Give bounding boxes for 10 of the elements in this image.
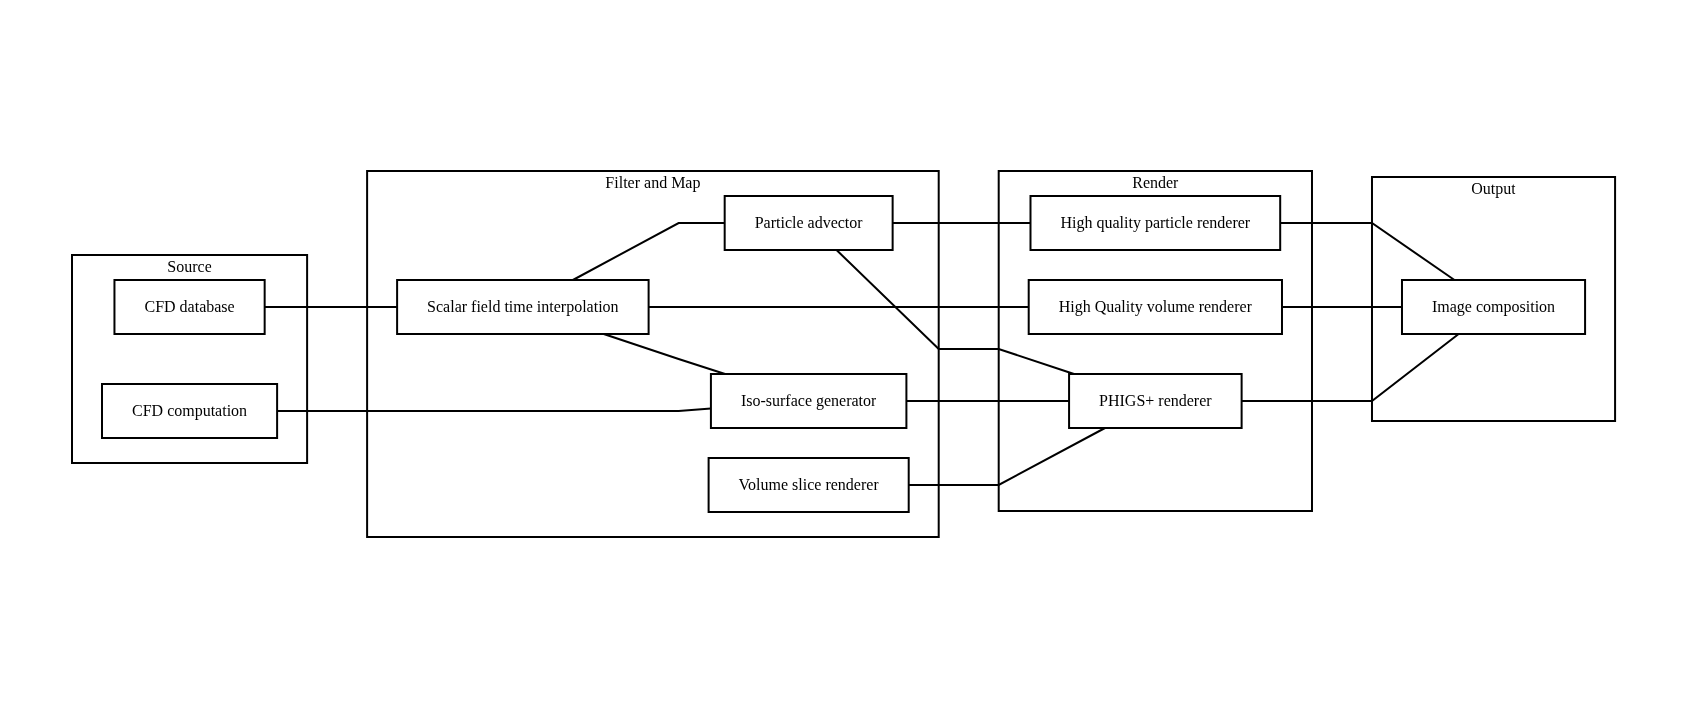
- node-box: Image composition: [1401, 278, 1587, 335]
- node-box: Iso-surface generator: [710, 372, 908, 429]
- node-box: PHIGS+ renderer: [1068, 372, 1244, 429]
- node-box: Particle advector: [724, 194, 895, 251]
- node-box: CFD computation: [101, 382, 279, 439]
- node-box: Volume slice renderer: [708, 456, 911, 513]
- node-box: CFD database: [113, 278, 267, 335]
- node-box: Scalar field time interpolation: [396, 278, 651, 335]
- node-box: High quality particle renderer: [1029, 194, 1282, 251]
- node-box: High Quality volume renderer: [1028, 278, 1284, 335]
